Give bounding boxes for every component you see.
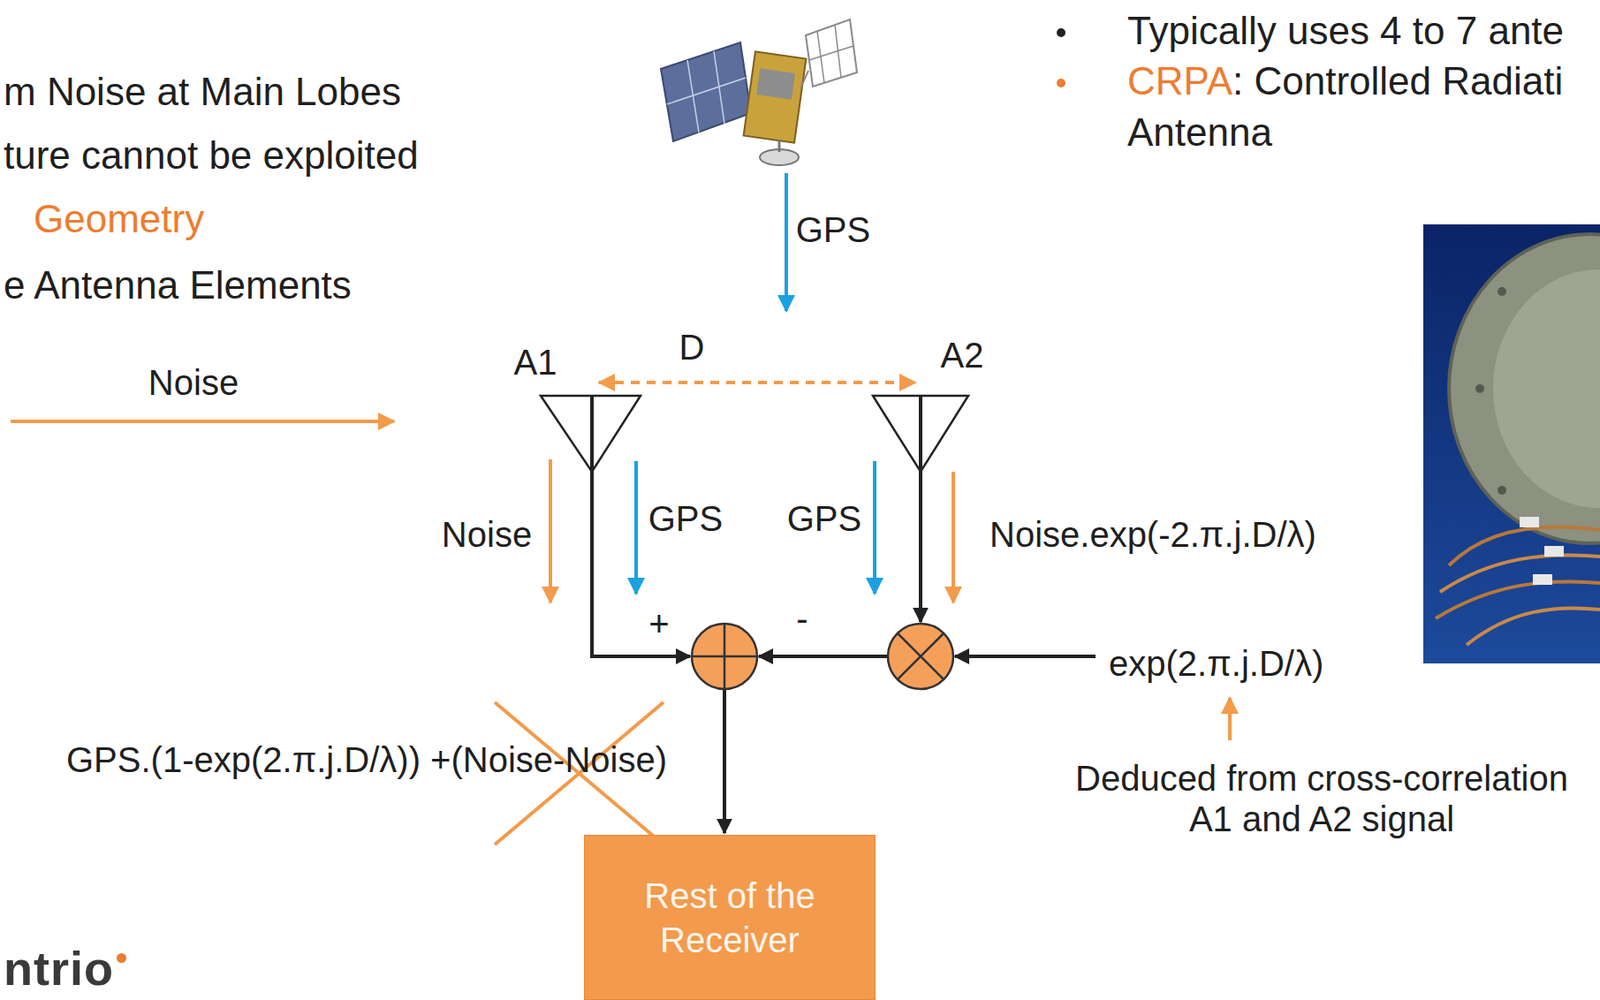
gps-arrow <box>872 461 877 594</box>
antenna-name: A1 <box>514 341 558 383</box>
satellite-illustration <box>660 19 857 166</box>
bullet-text: CRPA <box>1127 59 1233 105</box>
multiplier-symbol <box>887 623 954 690</box>
bullet <box>1056 28 1066 38</box>
noise-arrow <box>10 419 395 424</box>
signal-wire <box>955 654 1096 659</box>
noise-arrow <box>548 459 553 603</box>
heading-text: m Noise at Main Lobes <box>3 69 402 115</box>
bullet-text: Typically uses 4 to 7 ante <box>1127 8 1564 54</box>
distance-arrow <box>599 380 916 385</box>
heading-text: Geometry <box>33 197 205 243</box>
output-formula: GPS.(1-exp(2.π.j.D/λ)) +(Noise-Noise) <box>66 739 668 781</box>
signal-name: GPS <box>787 498 862 539</box>
gps-arrow <box>784 173 789 311</box>
box-text: Rest of the Receiver <box>602 873 857 963</box>
signal-wire <box>722 689 727 834</box>
pointer-arrow <box>1228 697 1232 741</box>
signal-name: Noise.exp(-2.π.j.D/λ) <box>989 514 1317 555</box>
bullet-text: Antenna <box>1127 110 1273 156</box>
logo-text: ntrio <box>3 940 114 996</box>
weight-label: exp(2.π.j.D/λ) <box>1108 643 1324 684</box>
process-box: Rest of the Receiver <box>583 834 876 1000</box>
sign-label: + <box>648 603 669 645</box>
note-text: Deduced from cross-correlation A1 and A2… <box>1065 758 1578 840</box>
gps-arrow <box>634 461 638 594</box>
sign-label: - <box>796 598 808 639</box>
bullet <box>1056 78 1066 88</box>
summer-symbol <box>691 623 758 690</box>
dimension-label: D <box>679 326 706 368</box>
signal-name: Noise <box>441 514 532 555</box>
heading-text: ture cannot be exploited <box>3 133 419 179</box>
signal-name: GPS <box>648 498 723 539</box>
signal-wire <box>918 395 923 622</box>
signal-name: GPS <box>796 209 871 251</box>
heading-text: e Antenna Elements <box>3 263 352 309</box>
signal-name: Noise <box>148 362 239 403</box>
crpa-photo <box>1423 224 1600 664</box>
antenna-name: A2 <box>940 334 985 376</box>
signal-wire <box>758 654 888 659</box>
bullet-text: : Controlled Radiati <box>1232 59 1563 105</box>
noise-arrow <box>951 471 956 603</box>
logo-dot <box>116 953 127 964</box>
